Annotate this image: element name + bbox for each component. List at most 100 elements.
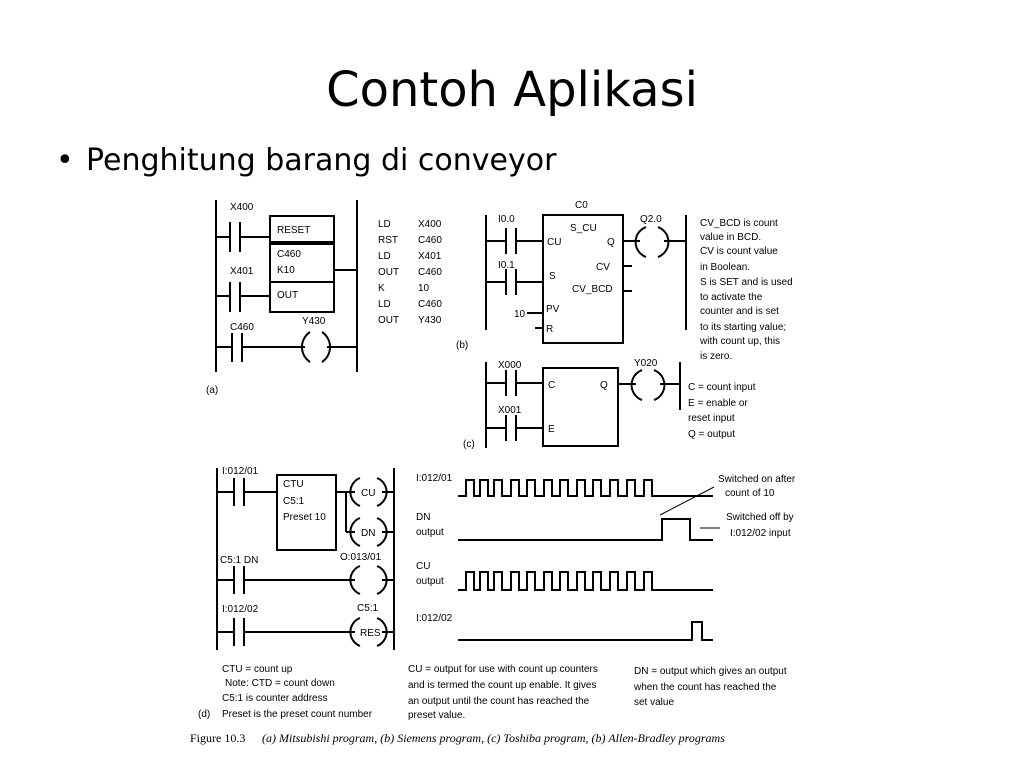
bullet-dot-icon: •	[56, 143, 74, 178]
timing-row-label: I:012/01	[416, 473, 453, 484]
note-line: is zero.	[700, 351, 732, 362]
label-reset: RESET	[277, 225, 310, 236]
label-c51-res: C5:1	[357, 603, 379, 614]
label-pv-pin: PV	[546, 304, 560, 315]
legend-line: preset value.	[408, 710, 465, 721]
label-c51dn: C5:1 DN	[220, 555, 258, 566]
timing-note: count of 10	[725, 488, 775, 499]
note-line: in Boolean.	[700, 262, 750, 273]
label-r-pin: R	[546, 324, 553, 335]
timing-diagram	[458, 479, 720, 641]
label-x400: X400	[230, 202, 254, 213]
note-line: CV_BCD is count	[700, 218, 778, 229]
il-arg: X401	[418, 251, 442, 262]
label-x401: X401	[230, 266, 254, 277]
il-arg: C460	[418, 267, 442, 278]
legend-line: CTU = count up	[222, 664, 293, 675]
tag-c: (c)	[463, 439, 475, 450]
siemens-notes: CV_BCD is count value in BCD. CV is coun…	[699, 218, 793, 362]
label-c460: C460	[277, 249, 301, 260]
siemens-program	[485, 214, 687, 344]
label-c51: C5:1	[283, 496, 305, 507]
note-line: counter and is set	[700, 306, 779, 317]
tag-b: (b)	[456, 340, 468, 351]
bullet-item: • Penghitung barang di conveyor	[56, 143, 556, 178]
il-op: OUT	[378, 267, 399, 278]
legend-line: CU = output for use with count up counte…	[408, 664, 598, 675]
legend-line: set value	[634, 697, 674, 708]
timing-row-label: output	[416, 576, 444, 587]
toshiba-program	[485, 362, 681, 448]
il-arg: C460	[418, 235, 442, 246]
label-e-pin: E	[548, 424, 555, 435]
mitsubishi-program	[215, 200, 358, 372]
legend-line: DN = output which gives an output	[634, 666, 787, 677]
figure-caption-text: (a) Mitsubishi program, (b) Siemens prog…	[262, 731, 725, 745]
tag-d: (d)	[198, 709, 210, 720]
legend-line: C5:1 is counter address	[222, 693, 328, 704]
label-o01301: O:013/01	[340, 552, 382, 563]
il-arg: 10	[418, 283, 430, 294]
timing-note: I:012/02 input	[730, 528, 791, 539]
label-i00: I0.0	[498, 214, 515, 225]
label-i01201: I:012/01	[222, 466, 259, 477]
note-line: to its starting value;	[700, 322, 786, 333]
legend-line: and is termed the count up enable. It gi…	[408, 680, 596, 691]
note-line: value in BCD.	[700, 232, 761, 243]
label-out: OUT	[277, 290, 298, 301]
note-line: to activate the	[700, 292, 763, 303]
timing-note: Switched off by	[726, 512, 794, 523]
label-y020: Y020	[634, 358, 658, 369]
timing-row-label: DN	[416, 512, 430, 523]
label-k10: K10	[277, 265, 295, 276]
note-line: with count up, this	[699, 336, 780, 347]
label-q-pin: Q	[600, 380, 608, 391]
label-c0: C0	[575, 200, 588, 211]
timing-row-label: CU	[416, 561, 430, 572]
note-line: CV is count value	[700, 246, 778, 257]
label-x001: X001	[498, 405, 522, 416]
label-q-pin: Q	[607, 237, 615, 248]
label-ten: 10	[514, 309, 526, 320]
note-line: E = enable or	[688, 398, 748, 409]
label-res-coil: RES	[360, 628, 381, 639]
il-op: LD	[378, 219, 391, 230]
label-cvbcd-pin: CV_BCD	[572, 284, 613, 295]
il-arg: C460	[418, 299, 442, 310]
figure-caption-label: Figure 10.3	[190, 731, 245, 745]
allen-bradley-program	[216, 468, 395, 650]
legend-line: Preset is the preset count number	[222, 709, 373, 720]
label-ctu: CTU	[283, 479, 304, 490]
mitsubishi-instruction-list: LD RST LD OUT K LD OUT X400 C460 X401 C4…	[378, 219, 442, 326]
label-c460-contact: C460	[230, 322, 254, 333]
timing-note: Switched on after	[718, 474, 796, 485]
slide-title: Contoh Aplikasi	[326, 62, 698, 118]
legend-line: Note: CTD = count down	[225, 678, 335, 689]
il-arg: X400	[418, 219, 442, 230]
bullet-text: Penghitung barang di conveyor	[86, 143, 557, 178]
label-i01: I0.1	[498, 260, 515, 271]
note-line: C = count input	[688, 382, 756, 393]
allen-bradley-legend: CTU = count up Note: CTD = count down C5…	[222, 664, 787, 721]
il-op: RST	[378, 235, 398, 246]
note-line: Q = output	[688, 429, 735, 440]
label-cu-pin: CU	[547, 237, 561, 248]
label-s-pin: S	[549, 271, 556, 282]
label-c-pin: C	[548, 380, 555, 391]
il-op: K	[378, 283, 385, 294]
note-line: reset input	[688, 413, 735, 424]
label-cv-pin: CV	[596, 262, 610, 273]
il-op: LD	[378, 299, 391, 310]
tag-a: (a)	[206, 385, 218, 396]
label-s-cu: S_CU	[570, 223, 597, 234]
timing-row-label: I:012/02	[416, 613, 453, 624]
legend-line: when the count has reached the	[633, 682, 777, 693]
timing-row-label: output	[416, 527, 444, 538]
label-y430: Y430	[302, 316, 326, 327]
il-op: OUT	[378, 315, 399, 326]
il-arg: Y430	[418, 315, 442, 326]
label-preset: Preset 10	[283, 512, 326, 523]
note-line: S is SET and is used	[700, 277, 793, 288]
label-dn-coil: DN	[361, 528, 375, 539]
